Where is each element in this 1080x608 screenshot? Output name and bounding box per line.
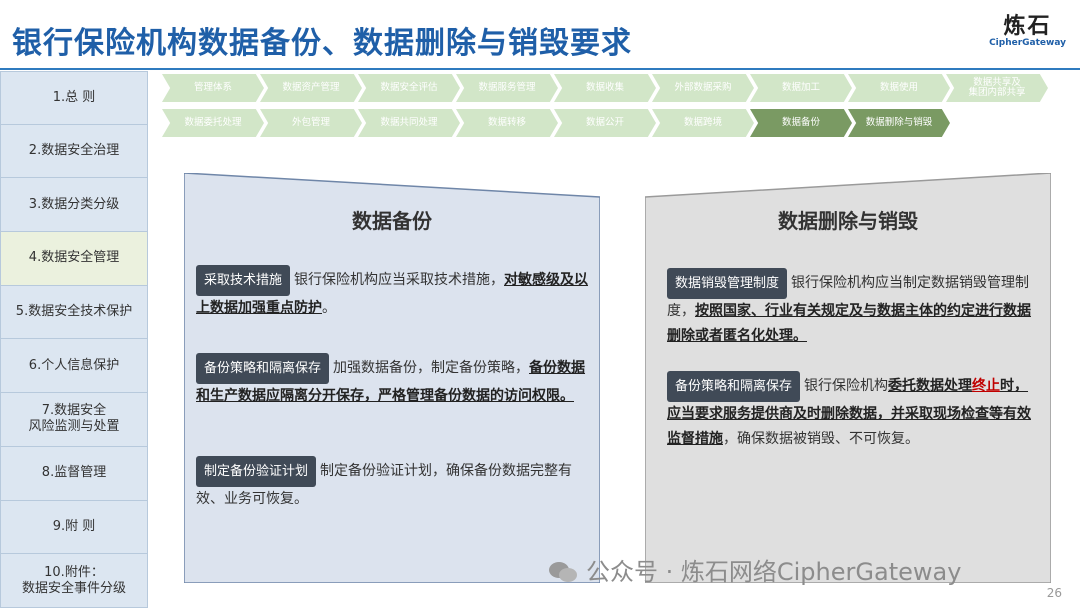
sidebar-item-label: 8.监督管理 [41,465,107,481]
process-step[interactable]: 数据使用 [848,74,950,102]
backup-panel-title: 数据备份 [352,209,432,233]
process-row-2: 数据委托处理 外包管理 数据共同处理 数据转移 数据公开 数据跨境 数据备份 数… [162,109,1076,137]
sidebar-item-label: 3.数据分类分级 [28,196,120,212]
sidebar-item-appendix[interactable]: 10.附件： 数据安全事件分级 [0,554,148,608]
process-step[interactable]: 数据收集 [554,74,656,102]
brand-logo: 炼石 CipherGateway [989,8,1066,48]
process-step[interactable]: 数据服务管理 [456,74,558,102]
page-title: 银行保险机构数据备份、数据删除与销毁要求 [12,26,632,61]
sidebar-item-label: 10.附件： 数据安全事件分级 [21,564,126,596]
sidebar-item-label: 4.数据安全管理 [28,250,120,266]
backup-item-verification: 制定备份验证计划制定备份验证计划，确保备份数据完整有效、业务可恢复。 [196,456,591,512]
sidebar-item-tech-protection[interactable]: 5.数据安全技术保护 [0,285,148,340]
process-row-1: 管理体系 数据资产管理 数据安全评估 数据服务管理 数据收集 外部数据采购 数据… [162,74,1076,102]
process-step[interactable]: 外包管理 [260,109,362,137]
process-step[interactable]: 数据跨境 [652,109,754,137]
sidebar-nav: 1.总 则 2.数据安全治理 3.数据分类分级 4.数据安全管理 5.数据安全技… [0,71,148,608]
sidebar-item-label: 2.数据安全治理 [28,143,120,159]
deletion-item-policy: 数据销毁管理制度银行保险机构应当制定数据销毁管理制度，按照国家、行业有关规定及与… [667,268,1037,349]
process-step[interactable]: 数据安全评估 [358,74,460,102]
sidebar-item-classification[interactable]: 3.数据分类分级 [0,178,148,233]
process-step[interactable]: 数据加工 [750,74,852,102]
deletion-panel: 数据删除与销毁 数据销毁管理制度银行保险机构应当制定数据销毁管理制度，按照国家、… [645,173,1051,583]
process-step[interactable]: 管理体系 [162,74,264,102]
sidebar-item-supervision[interactable]: 8.监督管理 [0,446,148,501]
process-step[interactable]: 数据公开 [554,109,656,137]
tag-label: 数据销毁管理制度 [667,268,788,299]
process-step-active[interactable]: 数据删除与销毁 [848,109,950,137]
process-step[interactable]: 数据共同处理 [358,109,460,137]
sidebar-item-label: 6.个人信息保护 [28,357,120,373]
deletion-panel-title: 数据删除与销毁 [778,209,918,233]
process-step[interactable]: 数据委托处理 [162,109,264,137]
sidebar-item-management[interactable]: 4.数据安全管理 [0,232,148,286]
process-step[interactable]: 数据转移 [456,109,558,137]
sidebar-item-governance[interactable]: 2.数据安全治理 [0,124,148,179]
tag-label: 备份策略和隔离保存 [667,371,801,402]
watermark-text: 公众号 · 炼石网络CipherGateway [586,558,962,586]
logo-cn: 炼石 [1003,14,1052,39]
tag-label: 采取技术措施 [196,265,291,296]
wechat-icon [549,562,577,582]
sidebar-item-personal-info[interactable]: 6.个人信息保护 [0,339,148,394]
backup-item-tech-measures: 采取技术措施银行保险机构应当采取技术措施，对敏感级及以上数据加强重点防护。 [196,265,591,321]
tag-label: 备份策略和隔离保存 [196,353,330,384]
sidebar-item-label: 1.总 则 [52,89,96,105]
backup-panel: 数据备份 采取技术措施银行保险机构应当采取技术措施，对敏感级及以上数据加强重点防… [184,173,600,583]
logo-en: CipherGateway [989,38,1066,48]
header-divider [0,68,1080,70]
process-step[interactable]: 数据资产管理 [260,74,362,102]
deletion-item-entrusted: 备份策略和隔离保存银行保险机构委托数据处理终止时，应当要求服务提供商及时删除数据… [667,371,1037,452]
sidebar-item-label: 5.数据安全技术保护 [15,304,133,320]
process-step[interactable]: 外部数据采购 [652,74,754,102]
backup-item-isolation: 备份策略和隔离保存加强数据备份，制定备份策略，备份数据和生产数据应隔离分开保存，… [196,353,591,409]
wechat-watermark: 公众号 · 炼石网络CipherGateway [548,552,961,587]
sidebar-item-general[interactable]: 1.总 则 [0,71,148,125]
page-number: 26 [1046,586,1062,600]
tag-label: 制定备份验证计划 [196,456,317,487]
process-flow: 管理体系 数据资产管理 数据安全评估 数据服务管理 数据收集 外部数据采购 数据… [162,74,1076,144]
sidebar-item-label: 9.附 则 [52,518,96,534]
process-step[interactable]: 数据共享及 集团内部共享 [946,74,1048,102]
sidebar-item-supplementary[interactable]: 9.附 则 [0,500,148,555]
sidebar-item-risk-monitoring[interactable]: 7.数据安全 风险监测与处置 [0,393,148,447]
process-step-active[interactable]: 数据备份 [750,109,852,137]
sidebar-item-label: 7.数据安全 风险监测与处置 [28,403,120,435]
